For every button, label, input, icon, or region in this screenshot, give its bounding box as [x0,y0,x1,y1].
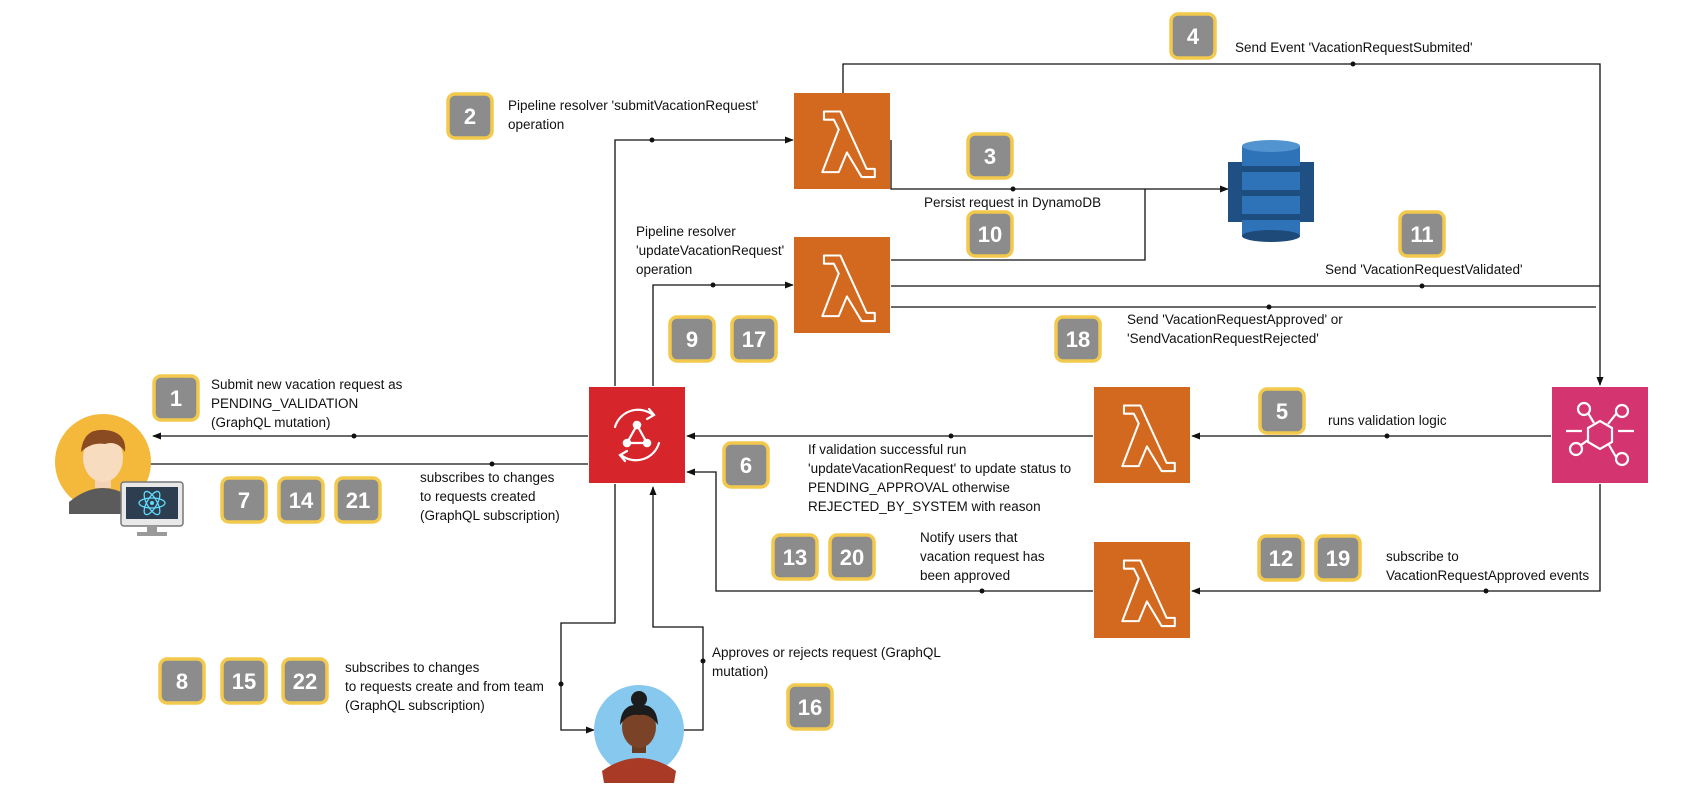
step-badge-22: 22 [281,657,329,705]
svg-text:11: 11 [1410,222,1433,247]
svg-text:6: 6 [740,453,752,478]
svg-text:20: 20 [840,545,864,570]
svg-text:14: 14 [289,488,314,513]
step-badge-7: 7 [220,476,268,524]
dynamodb-node[interactable] [1228,140,1314,242]
svg-text:16: 16 [798,695,822,720]
step-badge-20: 20 [828,533,876,581]
eventbridge-node[interactable] [1552,387,1648,483]
step-label-3: Persist request in DynamoDB [924,195,1101,210]
step-label-5: runs validation logic [1328,413,1447,428]
svg-text:22: 22 [293,669,317,694]
edge-eb-notify [1191,484,1601,595]
svg-text:5: 5 [1276,399,1288,424]
step-badge-8: 8 [158,657,206,705]
edge-notify-appsync [686,468,1093,592]
step-badge-15: 15 [220,657,268,705]
step-label-11: Send 'VacationRequestValidated' [1325,262,1523,277]
step-label-18: Send 'VacationRequestApproved' or'SendVa… [1127,312,1343,346]
step-badge-11: 11 [1398,210,1446,258]
step-label-9: Pipeline resolver'updateVacationRequest'… [636,224,784,277]
step-label-6: If validation successful run'updateVacat… [808,442,1071,514]
svg-text:18: 18 [1066,327,1090,352]
manager-avatar-icon [594,685,684,783]
step-label-4: Send Event 'VacationRequestSubmited' [1235,40,1473,55]
svg-text:8: 8 [176,669,188,694]
svg-text:12: 12 [1269,546,1293,571]
eventbridge-icon [1566,401,1634,467]
svg-text:2: 2 [464,104,476,129]
manager-node[interactable] [594,685,684,783]
step-label-2: Pipeline resolver 'submitVacationRequest… [508,98,758,132]
step-badge-17: 17 [730,315,778,363]
svg-text:7: 7 [238,488,250,513]
edge-persist-dynamodb [890,140,1229,193]
appsync-node[interactable] [589,387,685,483]
lambda-notify-node[interactable] [1094,542,1190,638]
step-badge-19: 19 [1314,534,1362,582]
svg-text:1: 1 [170,386,182,411]
step-badge-3: 3 [966,132,1014,180]
svg-text:9: 9 [686,327,698,352]
step-badge-18: 18 [1054,315,1102,363]
lambda-submit-node[interactable] [794,93,890,189]
appsync-icon [613,407,661,463]
step-badge-5: 5 [1258,387,1306,435]
svg-text:15: 15 [232,669,256,694]
svg-text:10: 10 [978,222,1002,247]
edge-update-dynamodb [891,189,1146,261]
svg-text:13: 13 [783,545,807,570]
step-badge-14: 14 [277,476,325,524]
step-badge-9: 9 [668,315,716,363]
step-badge-12: 12 [1257,534,1305,582]
svg-text:19: 19 [1326,546,1350,571]
edge-appsync-update-lambda [652,281,794,386]
connectors [148,61,1604,734]
step-badge-6: 6 [722,441,770,489]
svg-text:3: 3 [984,144,996,169]
dynamodb-icon [1228,140,1314,242]
lambda-validation-node[interactable] [1094,387,1190,483]
lambda-update-node[interactable] [794,237,890,333]
step-badge-10: 10 [966,210,1014,258]
step-badge-16: 16 [786,683,834,731]
step-badge-13: 13 [771,533,819,581]
edge-appsync-submit-lambda [614,136,794,386]
edge-manager-subscription [560,484,616,734]
svg-text:17: 17 [742,327,766,352]
svg-text:21: 21 [346,488,370,513]
monitor-icon [120,481,184,536]
step-badge-21: 21 [334,476,382,524]
edge-manager-approve [649,486,704,731]
svg-text:4: 4 [1187,24,1200,49]
user-node[interactable] [55,414,184,536]
step-badge-2: 2 [446,92,494,140]
step-badge-1: 1 [152,374,200,422]
step-badge-4: 4 [1169,12,1217,60]
edge-send-submitted [842,63,1604,386]
